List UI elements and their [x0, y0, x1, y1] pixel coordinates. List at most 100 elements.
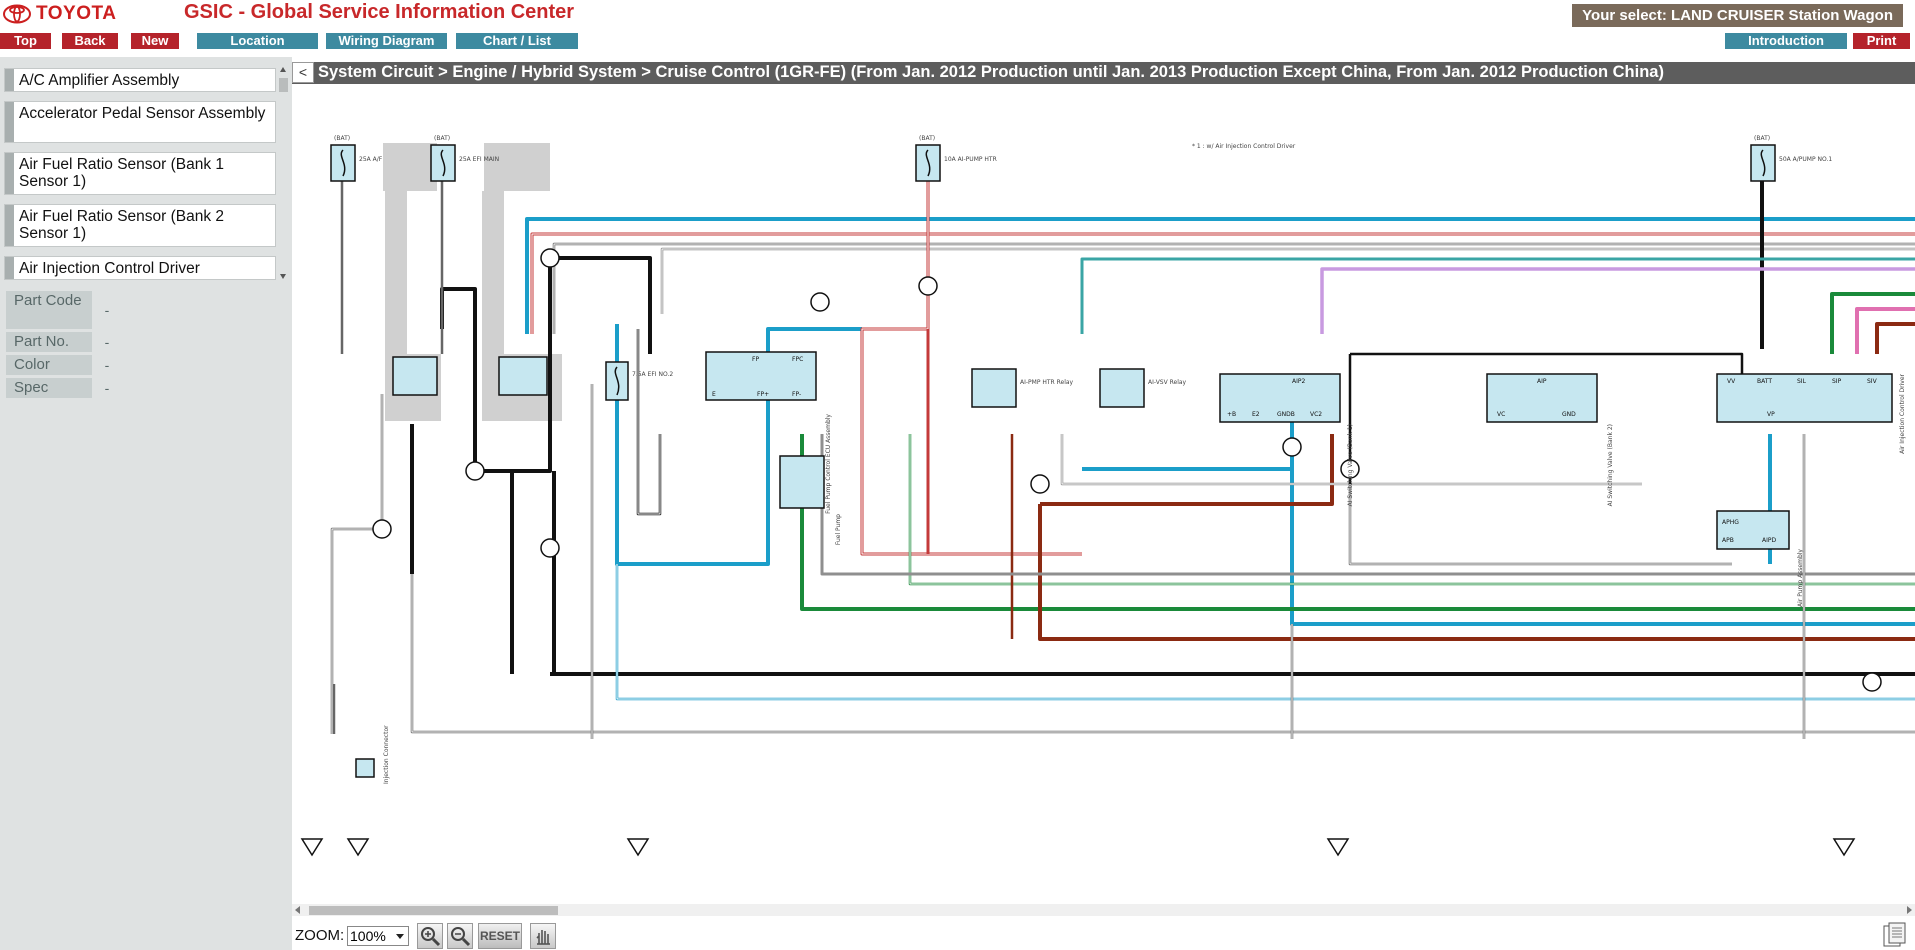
relay [971, 368, 1017, 408]
zoom-reset-button[interactable]: RESET [478, 923, 522, 949]
part-no-label: Part No. [6, 332, 92, 352]
pin-label: VC2 [1310, 411, 1322, 418]
scroll-down-icon[interactable] [280, 274, 286, 279]
zoom-in-icon [421, 927, 441, 947]
fuse-rating-label: 7.5A EFI NO.2 [632, 371, 673, 378]
component-box [705, 351, 817, 401]
list-item-label: Accelerator Pedal Sensor Assembly [19, 105, 266, 122]
list-item-label: Air Fuel Ratio Sensor (Bank 2 Sensor 1) [19, 208, 225, 242]
breadcrumb: System Circuit > Engine / Hybrid System … [318, 63, 1664, 81]
pin-label: FPC [792, 356, 803, 363]
print-button[interactable]: Print [1853, 33, 1910, 49]
spec-row: Spec - [6, 378, 124, 398]
wire-group [330, 174, 1915, 739]
pin-label: SIL [1797, 378, 1807, 385]
wire [636, 329, 662, 516]
list-item-label: Air Fuel Ratio Sensor (Bank 1 Sensor 1) [19, 156, 225, 190]
zoom-toolbar: ZOOM: 100% RESET [292, 921, 1915, 950]
new-button[interactable]: New [131, 33, 179, 49]
list-item[interactable]: Air Injection Control Driver [4, 256, 276, 280]
junction [918, 276, 938, 296]
wire [1830, 292, 1915, 354]
part-code-value: - [104, 302, 110, 318]
introduction-button[interactable]: Introduction [1725, 33, 1847, 49]
color-label: Color [6, 355, 92, 375]
location-button[interactable]: Location [197, 33, 318, 49]
wire [1348, 484, 1732, 566]
wire [330, 394, 384, 734]
wire [615, 324, 862, 566]
zoom-select[interactable]: 100% [347, 926, 409, 946]
scroll-thumb[interactable] [279, 78, 288, 92]
color-row: Color - [6, 355, 124, 375]
junction [540, 538, 560, 558]
relay-label: AI-PMP HTR Relay [1020, 379, 1074, 386]
pin-label: VV [1727, 378, 1736, 385]
component-box [1219, 373, 1341, 423]
sidebar: A/C Amplifier Assembly Accelerator Pedal… [0, 57, 292, 950]
chart-list-button[interactable]: Chart / List [456, 33, 578, 49]
ground-icon [626, 838, 650, 857]
list-item[interactable]: A/C Amplifier Assembly [4, 68, 276, 92]
breadcrumb-bar: < System Circuit > Engine / Hybrid Syste… [292, 62, 1915, 84]
part-list-scrollbar[interactable] [277, 64, 289, 282]
scroll-right-icon[interactable] [1907, 906, 1912, 914]
back-button[interactable]: Back [62, 33, 118, 49]
pin-labels: FP FPC E FP+ FP- AIP2 +B E2 GNDB VC2 AIP… [712, 356, 1878, 544]
list-item[interactable]: Accelerator Pedal Sensor Assembly [4, 101, 276, 143]
list-item[interactable]: Air Fuel Ratio Sensor (Bank 1 Sensor 1) [4, 152, 276, 195]
pin-label: BATT [1757, 378, 1772, 385]
wire [909, 434, 1915, 585]
pin-label: E [712, 391, 716, 398]
fuse-box-bg [383, 143, 437, 191]
list-item-marker [5, 205, 14, 246]
relay [1099, 368, 1145, 408]
hand-icon [536, 930, 550, 945]
list-item-label: A/C Amplifier Assembly [19, 72, 180, 89]
junction-group [372, 248, 1882, 692]
pin-label: E2 [1252, 411, 1260, 418]
pin-label: APHG [1722, 519, 1739, 526]
ground-icon [1326, 838, 1350, 857]
pin-label: SIP [1832, 378, 1842, 385]
ground-icon [300, 838, 324, 857]
zoom-in-button[interactable] [417, 923, 443, 949]
fuse-element [340, 149, 346, 177]
wire [531, 233, 1915, 334]
fuse-element [440, 149, 446, 177]
list-item[interactable]: Air Fuel Ratio Sensor (Bank 2 Sensor 1) [4, 204, 276, 247]
page-list-icon[interactable] [1881, 921, 1909, 949]
relay-label: AI-VSV Relay [1148, 379, 1187, 386]
junction [465, 461, 485, 481]
horizontal-scrollbar[interactable] [292, 904, 1915, 916]
spec-value: - [104, 380, 110, 396]
wire [1080, 257, 1915, 334]
wire [1349, 484, 1732, 565]
component-label: Fuel Pump Control ECU Assembly [825, 414, 832, 514]
vehicle-selection[interactable]: Your select: LAND CRUISER Station Wagon [1572, 4, 1903, 27]
collapse-sidebar-button[interactable]: < [292, 62, 314, 83]
zoom-out-button[interactable] [447, 923, 473, 949]
pin-label: +B [1227, 411, 1236, 418]
component-box [355, 758, 375, 778]
fuse-labels: (BAT) (BAT) (BAT) (BAT) 25A A/F 25A EFI … [334, 135, 1832, 378]
scroll-thumb[interactable] [309, 906, 558, 915]
pin-label: VC [1497, 411, 1505, 418]
toyota-logo: TOYOTA [2, 2, 116, 26]
fuse-element [1760, 149, 1766, 177]
component-label: Air Injection Control Driver [1899, 373, 1906, 453]
pin-label: FP+ [757, 391, 769, 398]
wiring-diagram-button[interactable]: Wiring Diagram [326, 33, 447, 49]
wiring-diagram[interactable]: (BAT) (BAT) (BAT) (BAT) 25A A/F 25A EFI … [292, 84, 1915, 904]
diagram-note: * 1 : w/ Air Injection Control Driver [1192, 143, 1296, 150]
fuse-rating-label: 50A A/PUMP NO.1 [1779, 156, 1832, 163]
scroll-left-icon[interactable] [295, 906, 300, 914]
component-label: AI Switching Valve (Bank 1) [1347, 424, 1354, 506]
ground-group [300, 838, 1856, 857]
part-no-row: Part No. - [6, 332, 124, 352]
scroll-up-icon[interactable] [280, 67, 286, 72]
pan-tool-button[interactable] [530, 923, 556, 949]
wire [510, 256, 652, 674]
top-button[interactable]: Top [0, 33, 51, 49]
wire [1061, 434, 1642, 485]
